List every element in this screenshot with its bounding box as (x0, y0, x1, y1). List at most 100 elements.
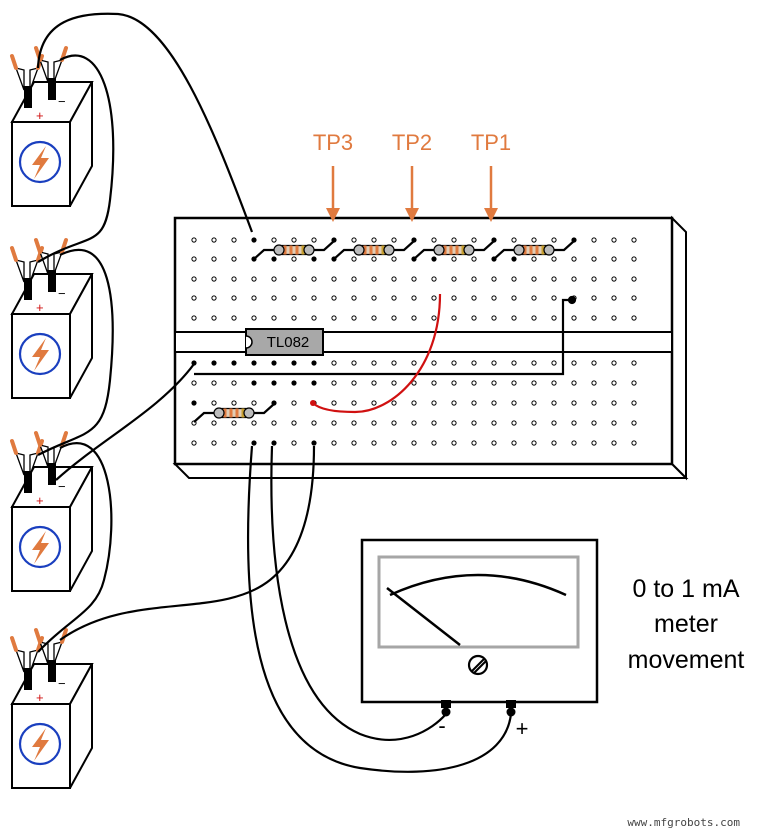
breadboard-hole (511, 256, 517, 262)
breadboard-hole (391, 360, 397, 366)
wire-battery4-to-breadboard (59, 445, 316, 641)
breadboard-hole (531, 237, 537, 243)
breadboard-hole (511, 440, 517, 446)
breadboard-hole (191, 440, 197, 446)
breadboard-hole (391, 440, 397, 446)
tp3-label: TP3 (313, 130, 353, 155)
breadboard-hole (251, 440, 257, 446)
breadboard-hole (291, 237, 297, 243)
breadboard-hole (631, 276, 637, 282)
breadboard-hole (611, 256, 617, 262)
breadboard-hole (371, 295, 377, 301)
breadboard-hole (211, 276, 217, 282)
test-point-tp3: TP3 (313, 130, 353, 222)
breadboard-hole (371, 315, 377, 321)
breadboard-hole (531, 380, 537, 386)
breadboard-hole (431, 420, 437, 426)
battery-wiring (36, 12, 316, 653)
wire-battery2-to-battery3 (37, 248, 114, 456)
breadboard-hole (251, 315, 257, 321)
breadboard-hole (471, 295, 477, 301)
lightning-bolt-icon (18, 140, 62, 184)
breadboard-hole (431, 440, 437, 446)
breadboard-hole (211, 380, 217, 386)
breadboard-hole (391, 276, 397, 282)
breadboard-hole (571, 440, 577, 446)
resistor (253, 240, 335, 260)
breadboard-hole (311, 420, 317, 426)
battery-group: +−+−+−+− (10, 46, 94, 789)
breadboard-hole (231, 380, 237, 386)
breadboard-hole (491, 440, 497, 446)
breadboard-hole (291, 420, 297, 426)
breadboard-hole (451, 276, 457, 282)
meter-terminal-minus[interactable] (441, 700, 451, 717)
meter-needle (386, 587, 461, 646)
resistor-group (193, 240, 575, 423)
breadboard-hole (431, 315, 437, 321)
breadboard-hole (471, 420, 477, 426)
breadboard-hole (491, 315, 497, 321)
breadboard-hole (451, 315, 457, 321)
breadboard-hole (591, 400, 597, 406)
breadboard-hole (411, 420, 417, 426)
meter-terminal-plus[interactable] (506, 700, 516, 717)
breadboard-hole (451, 420, 457, 426)
breadboard-hole (291, 315, 297, 321)
breadboard-hole (611, 420, 617, 426)
breadboard-hole (611, 360, 617, 366)
breadboard-hole (471, 276, 477, 282)
breadboard-hole (391, 237, 397, 243)
tp2-label: TP2 (392, 130, 432, 155)
breadboard-hole (491, 400, 497, 406)
breadboard-hole (251, 276, 257, 282)
breadboard-hole (471, 237, 477, 243)
breadboard-hole (331, 420, 337, 426)
breadboard-hole (311, 380, 317, 386)
breadboard-hole (611, 400, 617, 406)
meter-minus-label: - (438, 713, 445, 738)
battery-plus-mark: + (36, 690, 44, 705)
meter-scale-arc (389, 573, 567, 597)
breadboard-hole (271, 276, 277, 282)
wire-battery1-to-battery2 (37, 54, 115, 263)
breadboard-hole (211, 360, 217, 366)
breadboard-hole (591, 276, 597, 282)
breadboard-hole (631, 256, 637, 262)
breadboard-hole (591, 380, 597, 386)
wire-breadboard-to-meter-plus (246, 445, 513, 773)
breadboard-hole (271, 360, 277, 366)
breadboard-hole (371, 256, 377, 262)
breadboard-hole (471, 315, 477, 321)
breadboard-hole (431, 256, 437, 262)
meter-wiring (246, 445, 513, 773)
breadboard-hole (491, 295, 497, 301)
breadboard-hole (351, 380, 357, 386)
breadboard-hole (231, 400, 237, 406)
alligator-clip (10, 636, 44, 673)
breadboard-hole (351, 400, 357, 406)
breadboard-hole (531, 256, 537, 262)
breadboard-hole (291, 440, 297, 446)
breadboard-hole (431, 295, 437, 301)
breadboard-hole (351, 360, 357, 366)
breadboard-hole (611, 295, 617, 301)
breadboard-hole (411, 276, 417, 282)
breadboard-hole (591, 237, 597, 243)
breadboard-hole (351, 237, 357, 243)
tp1-label: TP1 (471, 130, 511, 155)
breadboard-hole (631, 295, 637, 301)
breadboard-hole (491, 420, 497, 426)
breadboard-hole (211, 256, 217, 262)
breadboard-hole (611, 237, 617, 243)
breadboard-hole (351, 315, 357, 321)
wire-breadboard-to-meter-minus (270, 445, 447, 741)
zero-adjust-screw-icon[interactable] (467, 654, 489, 676)
breadboard-hole (311, 315, 317, 321)
battery-plus-mark: + (36, 108, 44, 123)
breadboard-hole (251, 400, 257, 406)
breadboard-hole (551, 276, 557, 282)
breadboard-hole (231, 315, 237, 321)
breadboard-hole (511, 420, 517, 426)
breadboard-hole (471, 440, 477, 446)
